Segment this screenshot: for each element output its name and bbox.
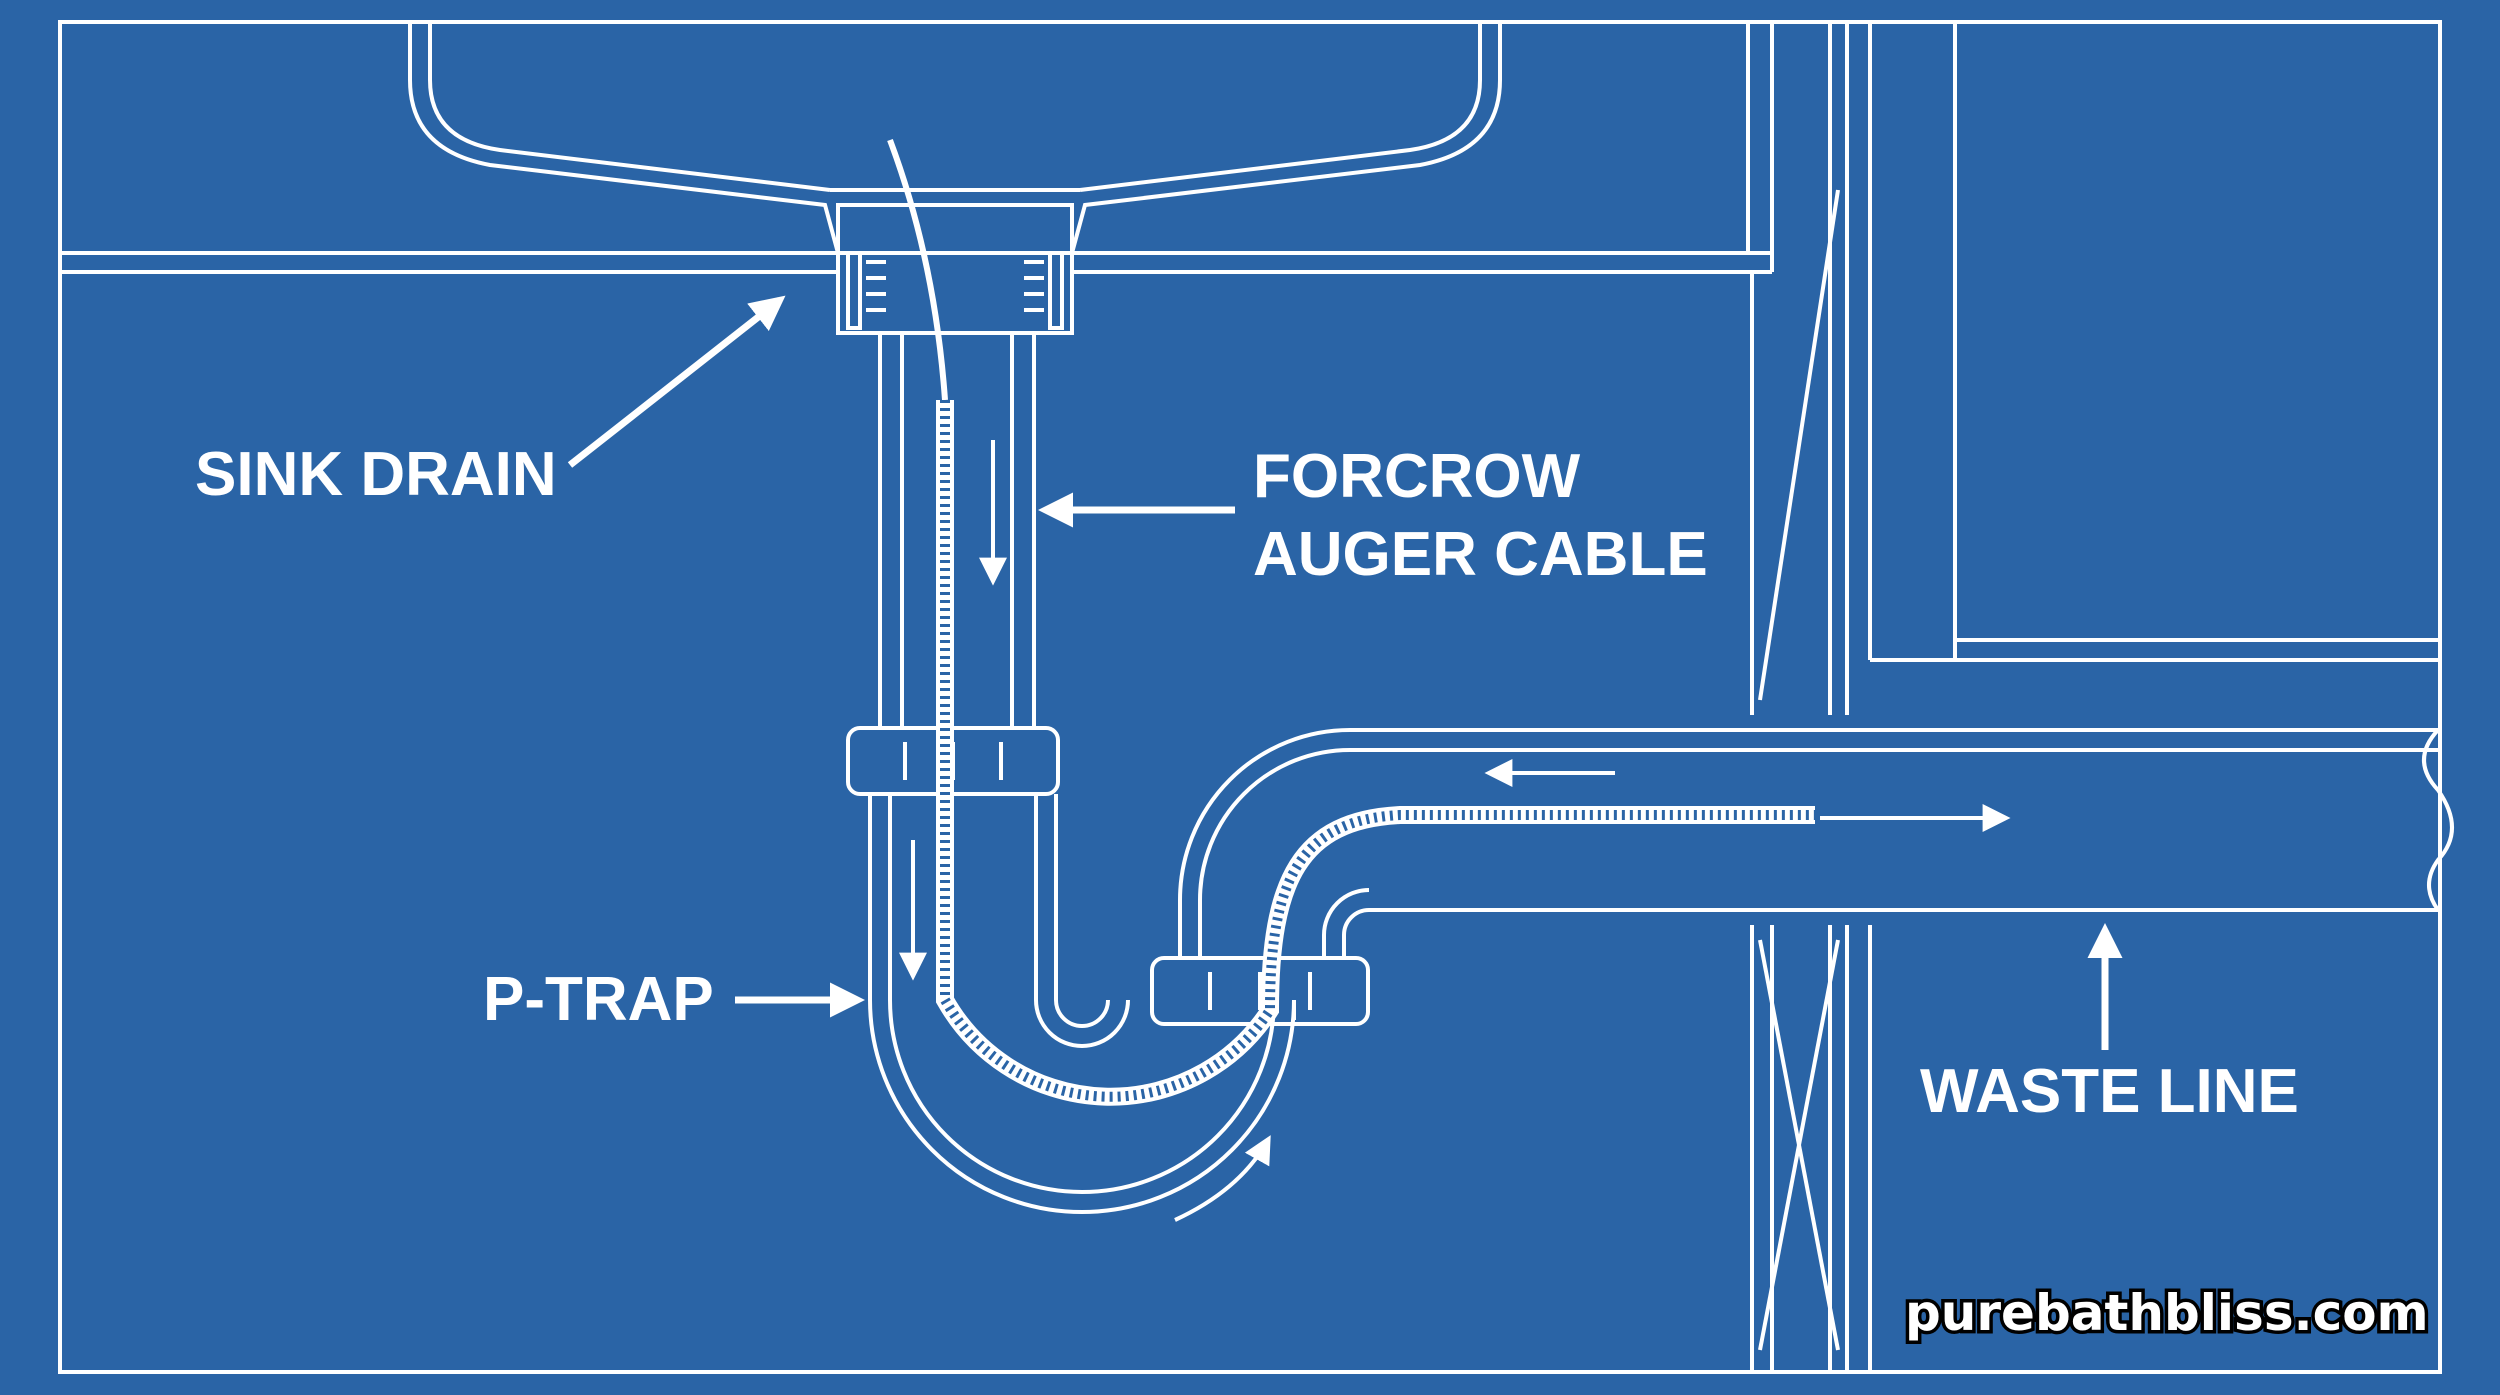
drain-flange (836, 203, 1074, 335)
outer-frame (58, 20, 2442, 1374)
callout-arrows (567, 295, 2123, 1050)
watermark: purebathbliss.com (1905, 1284, 2429, 1342)
wall-framing (1750, 22, 2440, 1372)
p-trap-bend (868, 794, 1296, 1214)
sink-drain-label: SINK DRAIN (195, 440, 557, 509)
waste-line-label: WASTE LINE (1920, 1057, 2299, 1126)
p-trap-label: P-TRAP (483, 965, 714, 1034)
auger-cable (887, 138, 1815, 1106)
sink-basin (408, 22, 1502, 254)
countertop (60, 22, 1774, 274)
auger-cable-lead (887, 138, 948, 401)
tailpiece-pipe (878, 333, 1036, 730)
sink-drain-arrow (567, 295, 786, 468)
auger-label-line1: FORCROW (1253, 442, 1581, 511)
auger-cable-coil-core (940, 400, 1815, 1102)
curve-arrow (1174, 1135, 1271, 1222)
flow-arrows (899, 440, 2011, 1222)
auger-label-line2: AUGER CABLE (1253, 520, 1708, 589)
trap-arm-pipe (1178, 728, 2454, 958)
